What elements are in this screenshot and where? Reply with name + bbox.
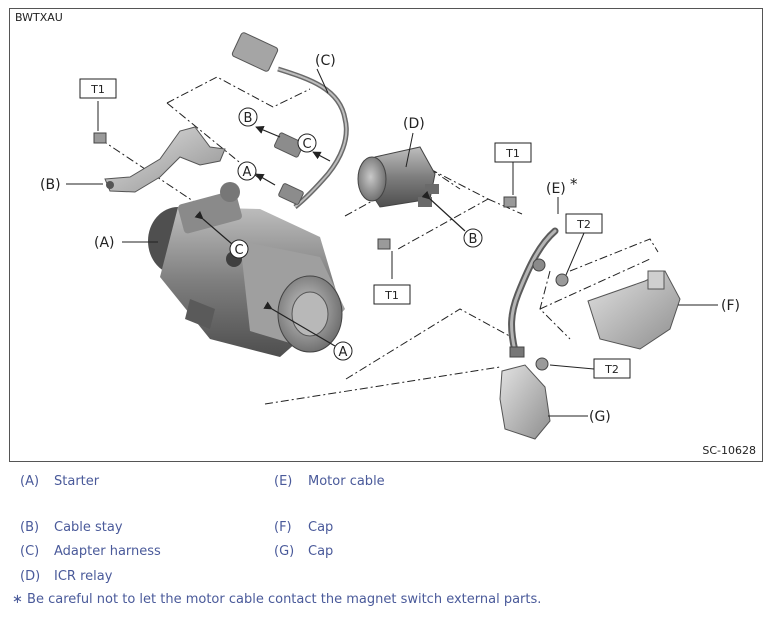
svg-text:C: C: [234, 243, 243, 258]
legend-item-g: (G)Cap: [274, 544, 334, 559]
connection-mark-a-upper: A: [237, 161, 257, 181]
torque-tag-t2-lower: T2: [593, 358, 631, 379]
svg-text:T2: T2: [576, 218, 591, 231]
callout-a: (A): [94, 235, 115, 251]
bolt-t1-relay: [503, 196, 517, 208]
torque-tag-t1-left: T1: [79, 78, 117, 99]
diagram-canvas: B A C B C A T1 T1: [40, 32, 740, 440]
bolt-t1-lower: [377, 238, 391, 250]
cap-f-part: [587, 270, 681, 350]
bolt-t1-stay: [93, 132, 107, 144]
torque-tag-t2-upper: T2: [565, 213, 603, 234]
legend-item-f: (F)Cap: [274, 520, 334, 535]
figure-number: SC-10628: [702, 444, 756, 457]
torque-tag-t1-bottom: T1: [373, 284, 411, 305]
callout-f: (F): [721, 298, 740, 314]
starter-part: [148, 182, 345, 357]
parts-legend: (A)Starter (E)Motor cable (B)Cable stay …: [0, 470, 773, 617]
connection-mark-a-lower: A: [333, 341, 353, 361]
callout-g: (G): [589, 409, 611, 425]
legend-item-b: (B)Cable stay: [20, 520, 123, 535]
fasteners: [93, 132, 569, 371]
torque-tag-t1-right: T1: [494, 142, 532, 163]
nut-t2-upper: [555, 273, 569, 287]
svg-text:B: B: [244, 111, 253, 126]
connection-mark-c-lower: C: [229, 239, 249, 259]
exploded-diagram-frame: BWTXAU SC-10628: [9, 8, 763, 462]
nut-t2-lower: [535, 357, 549, 371]
connection-mark-b-upper: B: [238, 107, 258, 127]
callout-d: (D): [403, 116, 425, 132]
legend-item-c: (C)Adapter harness: [20, 544, 161, 559]
svg-text:T1: T1: [505, 147, 520, 160]
adapter-harness-part: [231, 32, 349, 209]
callout-e: (E): [546, 181, 566, 197]
svg-text:A: A: [243, 165, 252, 180]
connection-arrows: [194, 126, 466, 347]
svg-text:T2: T2: [604, 363, 619, 376]
callout-c: (C): [315, 53, 336, 69]
legend-item-a: (A)Starter: [20, 474, 100, 489]
cable-stay-part: [104, 126, 226, 193]
svg-text:B: B: [469, 232, 478, 247]
legend-item-d: (D)ICR relay: [20, 569, 113, 584]
icr-relay-part: [357, 146, 439, 208]
callout-b: (B): [40, 177, 61, 193]
legend-item-e: (E)Motor cable: [274, 474, 385, 489]
motor-cable-part: [508, 227, 559, 358]
svg-text:A: A: [339, 345, 348, 360]
figure-code: BWTXAU: [15, 11, 63, 24]
svg-text:T1: T1: [90, 83, 105, 96]
svg-text:T1: T1: [384, 289, 399, 302]
leader-lines: [66, 68, 718, 417]
connection-mark-b-lower: B: [463, 228, 483, 248]
cap-g-part: [499, 364, 551, 440]
callout-e-star: *: [570, 175, 578, 193]
svg-text:C: C: [302, 137, 311, 152]
connection-mark-c-upper: C: [297, 133, 317, 153]
caution-note: ∗ Be careful not to let the motor cable …: [12, 592, 542, 607]
